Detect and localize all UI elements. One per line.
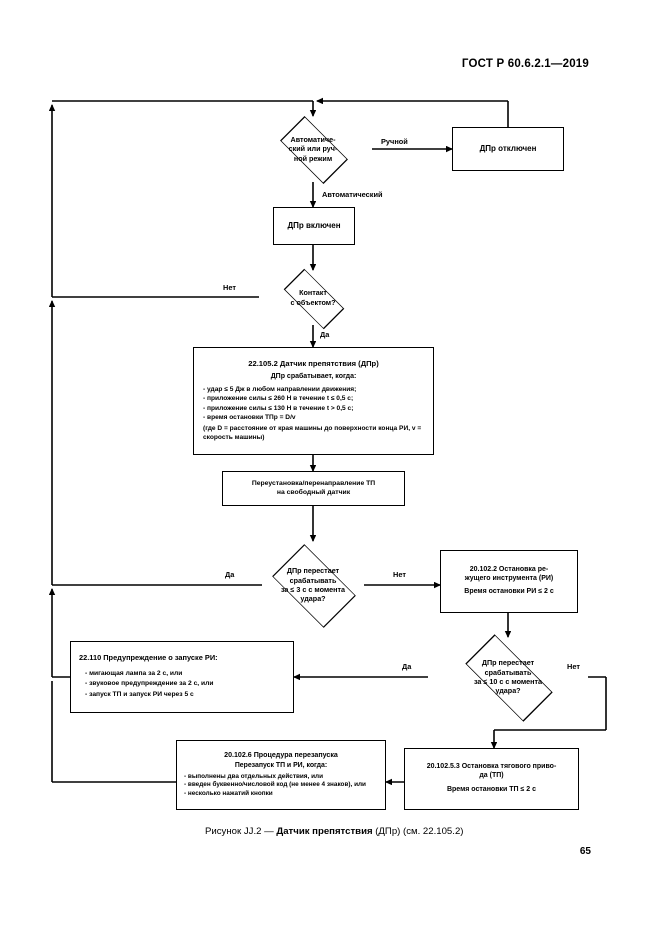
decision-stop-10s-line2: срабатывать	[484, 667, 532, 677]
node-cutter-stop: 20.102.2 Остановка ре- жущего инструмент…	[440, 550, 578, 613]
decision-stop-3s-line1: ДПр перестает	[286, 566, 340, 576]
edge-label-automatic: Автоматический	[321, 190, 384, 199]
decision-mode-line1: Автоматиче-	[290, 134, 336, 144]
decision-stop-3s-line2: срабатывать	[289, 575, 337, 585]
caption-bold: Датчик препятствия	[276, 826, 373, 837]
page-number: 65	[579, 846, 591, 857]
bullet-item: - мигающая лампа за 2 с, или	[85, 669, 183, 677]
bullet-item: - приложение силы ≤ 130 Н в течение t > …	[203, 404, 354, 412]
node-reroute-line1: Переустановка/перенаправление ТП	[251, 479, 376, 487]
node-restart-subtitle: Перезапуск ТП и РИ, когда:	[234, 761, 328, 769]
node-cutter-stop-subtitle: Время остановки РИ ≤ 2 с	[464, 588, 554, 596]
edge-label-stop3-yes: Да	[224, 570, 236, 579]
bullet-item: - удар ≤ 5 Дж в любом направлении движен…	[203, 385, 357, 393]
node-dpr-off: ДПр отключен	[452, 127, 564, 171]
bullet-item: - несколько нажатий кнопки	[184, 790, 273, 798]
node-traction-stop-title2: да (ТП)	[479, 771, 504, 779]
node-cutter-stop-title2: жущего инструмента (РИ)	[464, 574, 554, 582]
bullet-item: - выполнены два отдельных действия, или	[184, 772, 324, 780]
node-dpr-off-label: ДПр отключен	[479, 143, 537, 153]
node-cutter-stop-title1: 20.102.2 Остановка ре-	[469, 565, 549, 573]
node-warning-title: 22.110 Предупреждение о запуске РИ:	[79, 653, 218, 663]
node-traction-stop: 20.102.5.3 Остановка тягового приво- да …	[404, 748, 579, 810]
figure-caption: Рисунок JJ.2 — Датчик препятствия (ДПр) …	[205, 826, 463, 837]
bullet-item: - запуск ТП и запуск РИ через 5 с	[85, 691, 194, 699]
edge-label-stop10-no: Нет	[566, 662, 581, 671]
decision-stop-10s: ДПр перестает срабатывать за ≤ 10 с с мо…	[428, 634, 588, 722]
node-reroute-line2: на свободный датчик	[276, 488, 351, 496]
edge-label-stop10-yes: Да	[401, 662, 413, 671]
node-traction-stop-title1: 20.102.5.3 Остановка тягового приво-	[426, 762, 557, 770]
decision-mode: Автоматиче- ский или руч- ной режим	[254, 116, 372, 184]
node-sensor-spec-note: (где D = расстояние от края машины до по…	[203, 424, 422, 442]
decision-contact-line2: с объектом?	[290, 297, 336, 307]
decision-mode-line3: ной режим	[293, 153, 333, 163]
node-restart-bullets: - выполнены два отдельных действия, или …	[184, 773, 378, 800]
edge-label-contact-no: Нет	[222, 283, 237, 292]
node-sensor-spec-subtitle: ДПр срабатывает, когда:	[270, 372, 357, 380]
edge-label-stop3-no: Нет	[392, 570, 407, 579]
bullet-item: - время остановки ТПр = D/v	[203, 414, 296, 422]
node-sensor-spec-title: 22.105.2 Датчик препятствия (ДПр)	[248, 359, 379, 369]
bullet-item: - звуковое предупреждение за 2 с, или	[85, 680, 214, 688]
decision-stop-3s-line4: удара?	[300, 594, 326, 604]
decision-contact-line1: Контакт	[299, 288, 327, 298]
node-traction-stop-subtitle: Время остановки ТП ≤ 2 с	[446, 786, 537, 794]
decision-stop-10s-line3: за ≤ 10 с с момента	[473, 677, 543, 686]
bullet-item: - введен буквенно/числовой код (не менее…	[184, 781, 366, 789]
node-dpr-on-label: ДПр включен	[287, 220, 341, 230]
node-warning-bullets: - мигающая лампа за 2 с, или - звуковое …	[79, 669, 285, 701]
node-restart: 20.102.6 Процедура перезапуска Перезапус…	[176, 740, 386, 810]
decision-stop-3s-line3: за ≤ 3 с с момента	[280, 585, 346, 594]
standard-header: ГОСТ Р 60.6.2.1—2019	[461, 58, 589, 70]
decision-stop-3s: ДПр перестает срабатывать за ≤ 3 с с мом…	[243, 541, 383, 629]
decision-stop-10s-line4: удара?	[495, 686, 521, 696]
bullet-item: - приложение силы ≤ 260 Н в течение t ≤ …	[203, 395, 354, 403]
decision-mode-line2: ский или руч-	[288, 144, 338, 154]
node-dpr-on: ДПр включен	[273, 207, 355, 245]
caption-prefix: Рисунок JJ.2 —	[205, 826, 277, 837]
decision-contact: Контакт с объектом?	[259, 268, 367, 329]
caption-suffix: (ДПр) (см. 22.105.2)	[372, 826, 464, 837]
node-reroute: Переустановка/перенаправление ТП на своб…	[222, 471, 405, 506]
node-sensor-spec: 22.105.2 Датчик препятствия (ДПр) ДПр ср…	[193, 347, 434, 455]
decision-stop-10s-line1: ДПр перестает	[481, 658, 535, 668]
node-warning: 22.110 Предупреждение о запуске РИ: - ми…	[70, 641, 294, 713]
node-sensor-spec-bullets: - удар ≤ 5 Дж в любом направлении движен…	[203, 385, 424, 443]
node-restart-title: 20.102.6 Процедура перезапуска	[224, 750, 338, 759]
edge-label-contact-yes: Да	[319, 330, 331, 339]
edge-label-manual: Ручной	[380, 137, 409, 146]
